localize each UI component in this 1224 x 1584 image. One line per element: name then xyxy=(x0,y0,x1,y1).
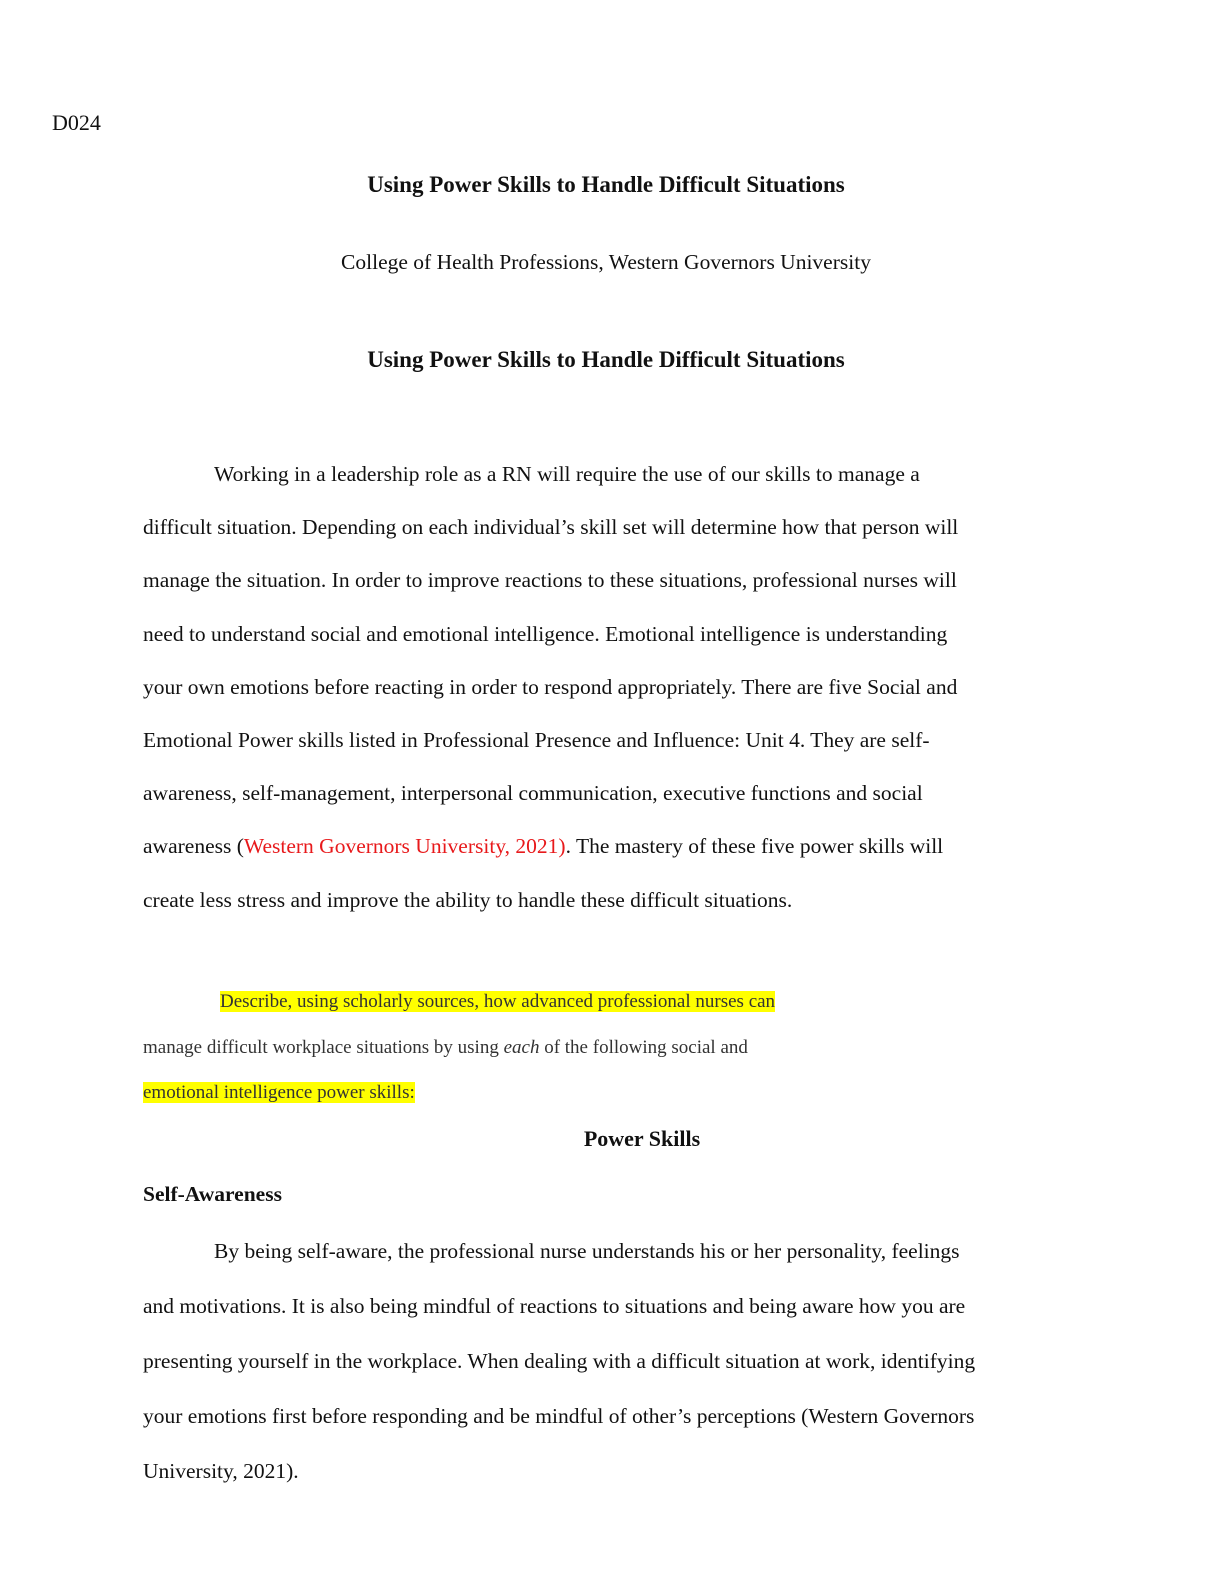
paragraph-line: and motivations. It is also being mindfu… xyxy=(143,1294,966,1318)
paragraph-line: your emotions first before responding an… xyxy=(143,1404,975,1428)
paragraph-line: By being self-aware, the professional nu… xyxy=(214,1239,960,1263)
self-awareness-paragraph: By being self-aware, the professional nu… xyxy=(143,1224,975,1499)
section-heading: Power Skills xyxy=(583,1126,701,1151)
title-page-title: Using Power Skills to Handle Difficult S… xyxy=(367,172,845,197)
paragraph-line: your own emotions before reacting in ord… xyxy=(143,674,958,699)
assignment-prompt: Describe, using scholarly sources, how a… xyxy=(143,985,776,1122)
paragraph-line: awareness (Western Governors University,… xyxy=(143,820,958,873)
document-header-code: D024 xyxy=(52,110,101,135)
emphasis: each xyxy=(503,1036,540,1058)
paragraph-line: presenting yourself in the workplace. Wh… xyxy=(143,1349,976,1373)
text: . The mastery of these five power skills… xyxy=(565,834,944,859)
paragraph-line: awareness, self-management, interpersona… xyxy=(143,781,923,806)
paragraph-line: manage the situation. In order to improv… xyxy=(143,568,957,593)
text: of the following social and xyxy=(539,1036,748,1058)
paragraph-line: Working in a leadership role as a RN wil… xyxy=(214,462,920,486)
highlighted-text: Describe, using scholarly sources, how a… xyxy=(220,991,776,1012)
affiliation: College of Health Professions, Western G… xyxy=(341,250,871,274)
prompt-line: manage difficult workplace situations by… xyxy=(143,1031,775,1077)
citation: Western Governors University, 2021) xyxy=(243,834,566,859)
text: manage difficult workplace situations by… xyxy=(143,1036,504,1058)
paragraph-line: difficult situation. Depending on each i… xyxy=(143,515,959,540)
highlighted-text: emotional intelligence power skills: xyxy=(143,1082,415,1103)
subsection-heading: Self-Awareness xyxy=(143,1182,282,1206)
intro-paragraph: Working in a leadership role as a RN wil… xyxy=(143,448,958,927)
paragraph-line: Emotional Power skills listed in Profess… xyxy=(143,727,930,752)
paragraph-line: create less stress and improve the abili… xyxy=(143,887,793,912)
body-title: Using Power Skills to Handle Difficult S… xyxy=(367,347,845,372)
paragraph-line: need to understand social and emotional … xyxy=(143,621,948,646)
paragraph-line: University, 2021). xyxy=(143,1459,299,1483)
text: awareness ( xyxy=(143,834,244,859)
